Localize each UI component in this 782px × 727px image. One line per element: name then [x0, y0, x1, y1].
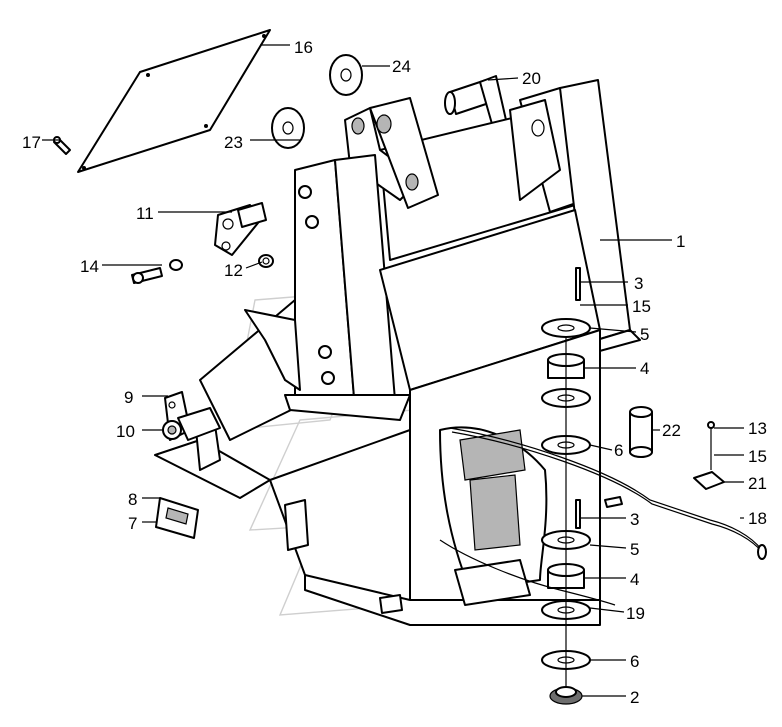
- callout-20: 20: [522, 69, 541, 88]
- callout-21: 21: [748, 474, 767, 493]
- callout-22: 22: [662, 421, 681, 440]
- callout-11: 11: [136, 204, 154, 223]
- main-frame-part: [154, 79, 641, 626]
- callout-10: 10: [116, 422, 135, 441]
- callout-15a: 15: [632, 297, 651, 316]
- callout-9: 9: [124, 388, 133, 407]
- cover-plate-part: [77, 29, 271, 173]
- washer-24-part: [329, 54, 363, 96]
- callout-8: 8: [128, 490, 137, 509]
- callout-4a: 4: [640, 359, 649, 378]
- callout-7: 7: [128, 514, 137, 533]
- callout-leaders: [42, 44, 744, 697]
- callout-2: 2: [630, 688, 639, 707]
- callout-5b: 5: [630, 540, 639, 559]
- pin-11-part: [214, 202, 267, 256]
- callout-5a: 5: [640, 325, 649, 344]
- callout-labels: 16 17 24 23 20 1 11 12 14 3 15 5 4 9 10 …: [22, 38, 767, 707]
- pin-9-10-part: [162, 391, 221, 441]
- callout-6a: 6: [614, 441, 623, 460]
- cable-18-part: [449, 427, 767, 560]
- tube-19-part: [439, 539, 616, 606]
- bushing-12-part: [258, 254, 274, 268]
- callout-17: 17: [22, 133, 41, 152]
- callout-6b: 6: [630, 652, 639, 671]
- callout-18: 18: [748, 509, 767, 528]
- nameplate-7-8-part: [155, 497, 199, 539]
- callout-4b: 4: [630, 570, 639, 589]
- callout-14: 14: [80, 257, 99, 276]
- callout-23: 23: [224, 133, 243, 152]
- bolt-washer-14-part: [131, 259, 183, 284]
- callout-16: 16: [294, 38, 313, 57]
- washer-23-part: [271, 107, 305, 149]
- callout-13: 13: [748, 419, 767, 438]
- callout-19: 19: [626, 604, 645, 623]
- sleeve-22-part: [629, 406, 653, 458]
- callout-15b: 15: [748, 447, 767, 466]
- callout-1: 1: [676, 232, 685, 251]
- callout-24: 24: [392, 57, 411, 76]
- callout-3a: 3: [634, 274, 643, 293]
- callout-12: 12: [224, 261, 243, 280]
- callout-3b: 3: [630, 510, 639, 529]
- pin-20-part: [444, 75, 507, 125]
